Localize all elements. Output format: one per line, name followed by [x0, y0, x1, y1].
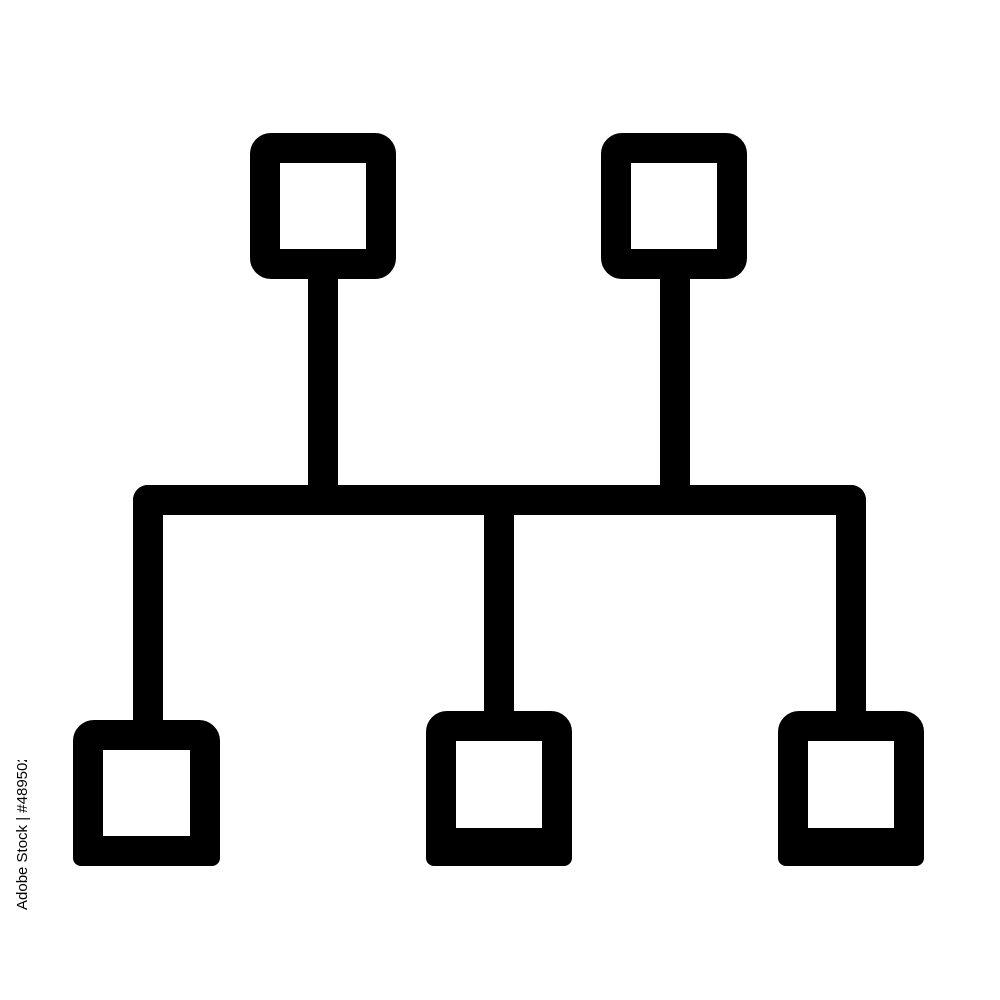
bottom-right-node-base [778, 828, 924, 866]
bottom-center-node [426, 711, 572, 858]
top-right-node [601, 133, 747, 279]
bottom-left-node [73, 720, 220, 866]
watermark-text: Adobe Stock | #489502568 [14, 760, 31, 910]
bottom-left-node-base [73, 836, 220, 866]
top-left-node [250, 133, 396, 279]
watermark: Adobe Stock | #489502568 [8, 760, 38, 910]
bottom-center-node-base [426, 828, 572, 866]
bottom-right-node [778, 711, 924, 858]
